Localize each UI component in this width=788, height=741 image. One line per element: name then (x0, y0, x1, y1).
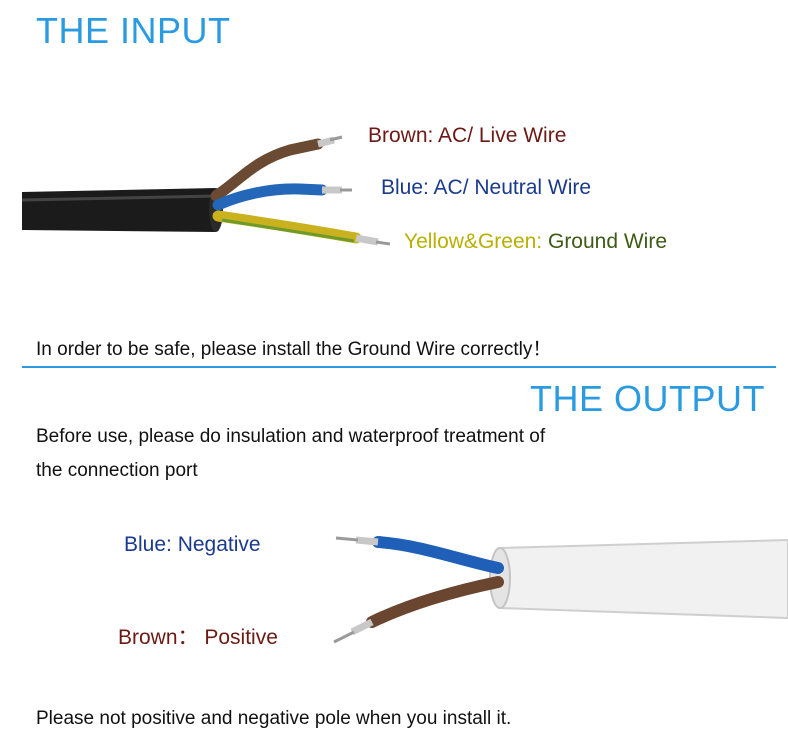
ground-wire-text: Ground Wire (547, 230, 668, 253)
output-note-line-2: the connection port (36, 460, 198, 481)
yellow-green-prefix: Yellow&Green: (404, 230, 548, 253)
output-blue-label: Blue: Negative (124, 533, 261, 556)
output-blue-wire (335, 536, 504, 574)
input-blue-label: Blue: AC/ Neutral Wire (381, 176, 592, 199)
output-white-cable (489, 538, 788, 620)
section-divider (22, 366, 776, 368)
input-yellow-green-wire (212, 210, 391, 246)
polarity-note: Please not positive and negative pole wh… (36, 708, 512, 729)
input-black-cable (21, 188, 223, 232)
input-yellow-green-label: Yellow&Green: Ground Wire (404, 230, 667, 254)
output-heading: THE OUTPUT (530, 378, 765, 419)
input-blue-wire (212, 183, 352, 211)
output-note-line-1: Before use, please do insulation and wat… (36, 426, 546, 447)
safety-note: In order to be safe, please install the … (36, 339, 552, 360)
output-brown-wire (333, 576, 504, 644)
input-brown-label: Brown: AC/ Live Wire (368, 124, 567, 147)
input-heading: THE INPUT (36, 10, 231, 51)
input-brown-wire (210, 135, 343, 202)
output-brown-label: Brown： Positive (118, 626, 278, 649)
